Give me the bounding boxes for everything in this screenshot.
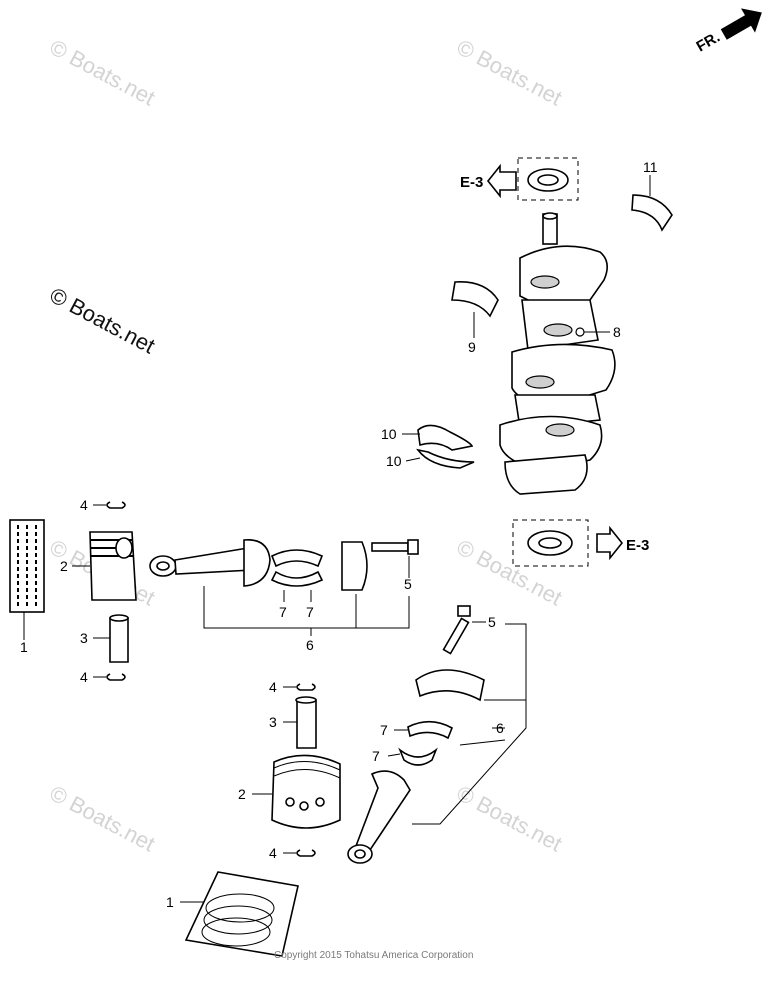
rod-bearing-lower-lower-shell [398,747,438,766]
front-direction-label: FR. [694,29,723,56]
copyright-text: Copyright 2015 Tohatsu America Corporati… [274,950,473,961]
callout-9: 9 [468,339,476,355]
rod-cap-lower [415,669,485,702]
bracket-6-lower [412,623,527,825]
bottom-reference-arrow-icon [596,525,624,561]
part-9-main-bearing: 9 [451,281,499,355]
main-bearing-upper [417,424,474,451]
rod-beam-upper [174,547,253,575]
watermark-low-left: © Boats.net [46,780,160,856]
watermark-top-right: © Boats.net [453,34,567,110]
part-11-thrust-bearing: 11 [631,159,673,232]
rod-bearing-lower-shell [270,570,324,587]
piston-pin-left [109,617,129,663]
callout-3-left: 3 [80,630,88,646]
callout-2-lower: 2 [238,786,246,802]
callout-10-lower: 10 [386,453,402,469]
piston-pin-lower [296,699,317,749]
watermark-low-right: © Boats.net [453,780,567,856]
bottom-seal-dashed-box [512,519,589,567]
bottom-oil-seal-inner [538,537,562,549]
watermark-left-large: © Boats.net [46,282,160,358]
crank-counterweight [504,454,588,495]
top-reference-arrow-icon [486,163,517,199]
top-oil-seal-inner [537,174,559,186]
crankshaft: 8 [499,212,621,495]
callout-4-lower-lower: 4 [269,845,277,861]
rod-beam-lower [354,770,411,851]
callout-3-lower: 3 [269,714,277,730]
main-bearing-shape [451,281,499,318]
leader-7b-lower [387,753,401,757]
leader-10-lower [405,457,421,462]
callout-10-upper: 10 [381,426,397,442]
callout-1-lower: 1 [166,894,174,910]
callout-4-upper-lower: 4 [269,679,277,695]
circlip-upper-left [106,501,126,509]
lower-connecting-rod-assembly: 5 7 7 6 [347,605,527,864]
rod-bolt-shank-lower [442,617,470,655]
piston-body-lower [271,754,341,829]
left-piston-assembly: 1 2 4 3 4 [9,497,137,685]
direction-arrow-icon [720,8,762,40]
rod-cap-upper [341,541,368,591]
callout-1-left: 1 [20,639,28,655]
callout-7b-upper: 7 [306,604,314,620]
rod-bolt-shank-upper [371,542,409,552]
watermark-top-left: © Boats.net [46,34,160,110]
piston-pin-bore-left [115,537,133,559]
rod-bearing-upper-shell [270,549,324,568]
part-10-main-bearings: 10 10 [381,424,475,469]
rod-bearing-lower-upper-shell [407,720,454,740]
rod-bolt-head-lower [457,605,471,617]
front-direction-indicator: FR. [694,8,762,56]
callout-5-lower: 5 [488,614,496,630]
piston-ring-set-frame [184,871,299,957]
rod-big-end-upper [243,539,271,587]
lower-piston-assembly: 4 3 2 4 1 [166,679,341,957]
circlip-upper-lower [296,683,316,691]
callout-2-left: 2 [60,558,68,574]
top-reference-group: E-3 [460,157,579,201]
callout-4-upper-left: 4 [80,497,88,513]
callout-11: 11 [643,159,658,175]
callout-7a-lower: 7 [380,722,388,738]
crank-web-1 [519,245,608,309]
circlip-lower-left [106,673,126,681]
callout-6-upper: 6 [306,637,314,653]
thrust-bearing-shape [631,194,673,232]
bottom-reference-group: E-3 [512,519,649,567]
upper-connecting-rod-assembly: 5 7 7 6 [149,539,419,653]
callout-8: 8 [613,324,621,340]
circlip-lower-lower [296,849,316,857]
rod-bolt-head-upper [407,539,419,555]
callout-7b-lower: 7 [372,748,380,764]
crank-plug [575,327,585,337]
callout-4-lower-left: 4 [80,669,88,685]
callout-5-upper: 5 [404,576,412,592]
callout-7a-upper: 7 [279,604,287,620]
top-reference-label: E-3 [460,174,483,191]
top-seal-dashed-box [517,157,579,201]
bottom-reference-label: E-3 [626,537,649,554]
main-bearing-lower [416,448,475,469]
callout-6-lower: 6 [496,720,504,736]
bracket-6-upper [203,586,410,629]
